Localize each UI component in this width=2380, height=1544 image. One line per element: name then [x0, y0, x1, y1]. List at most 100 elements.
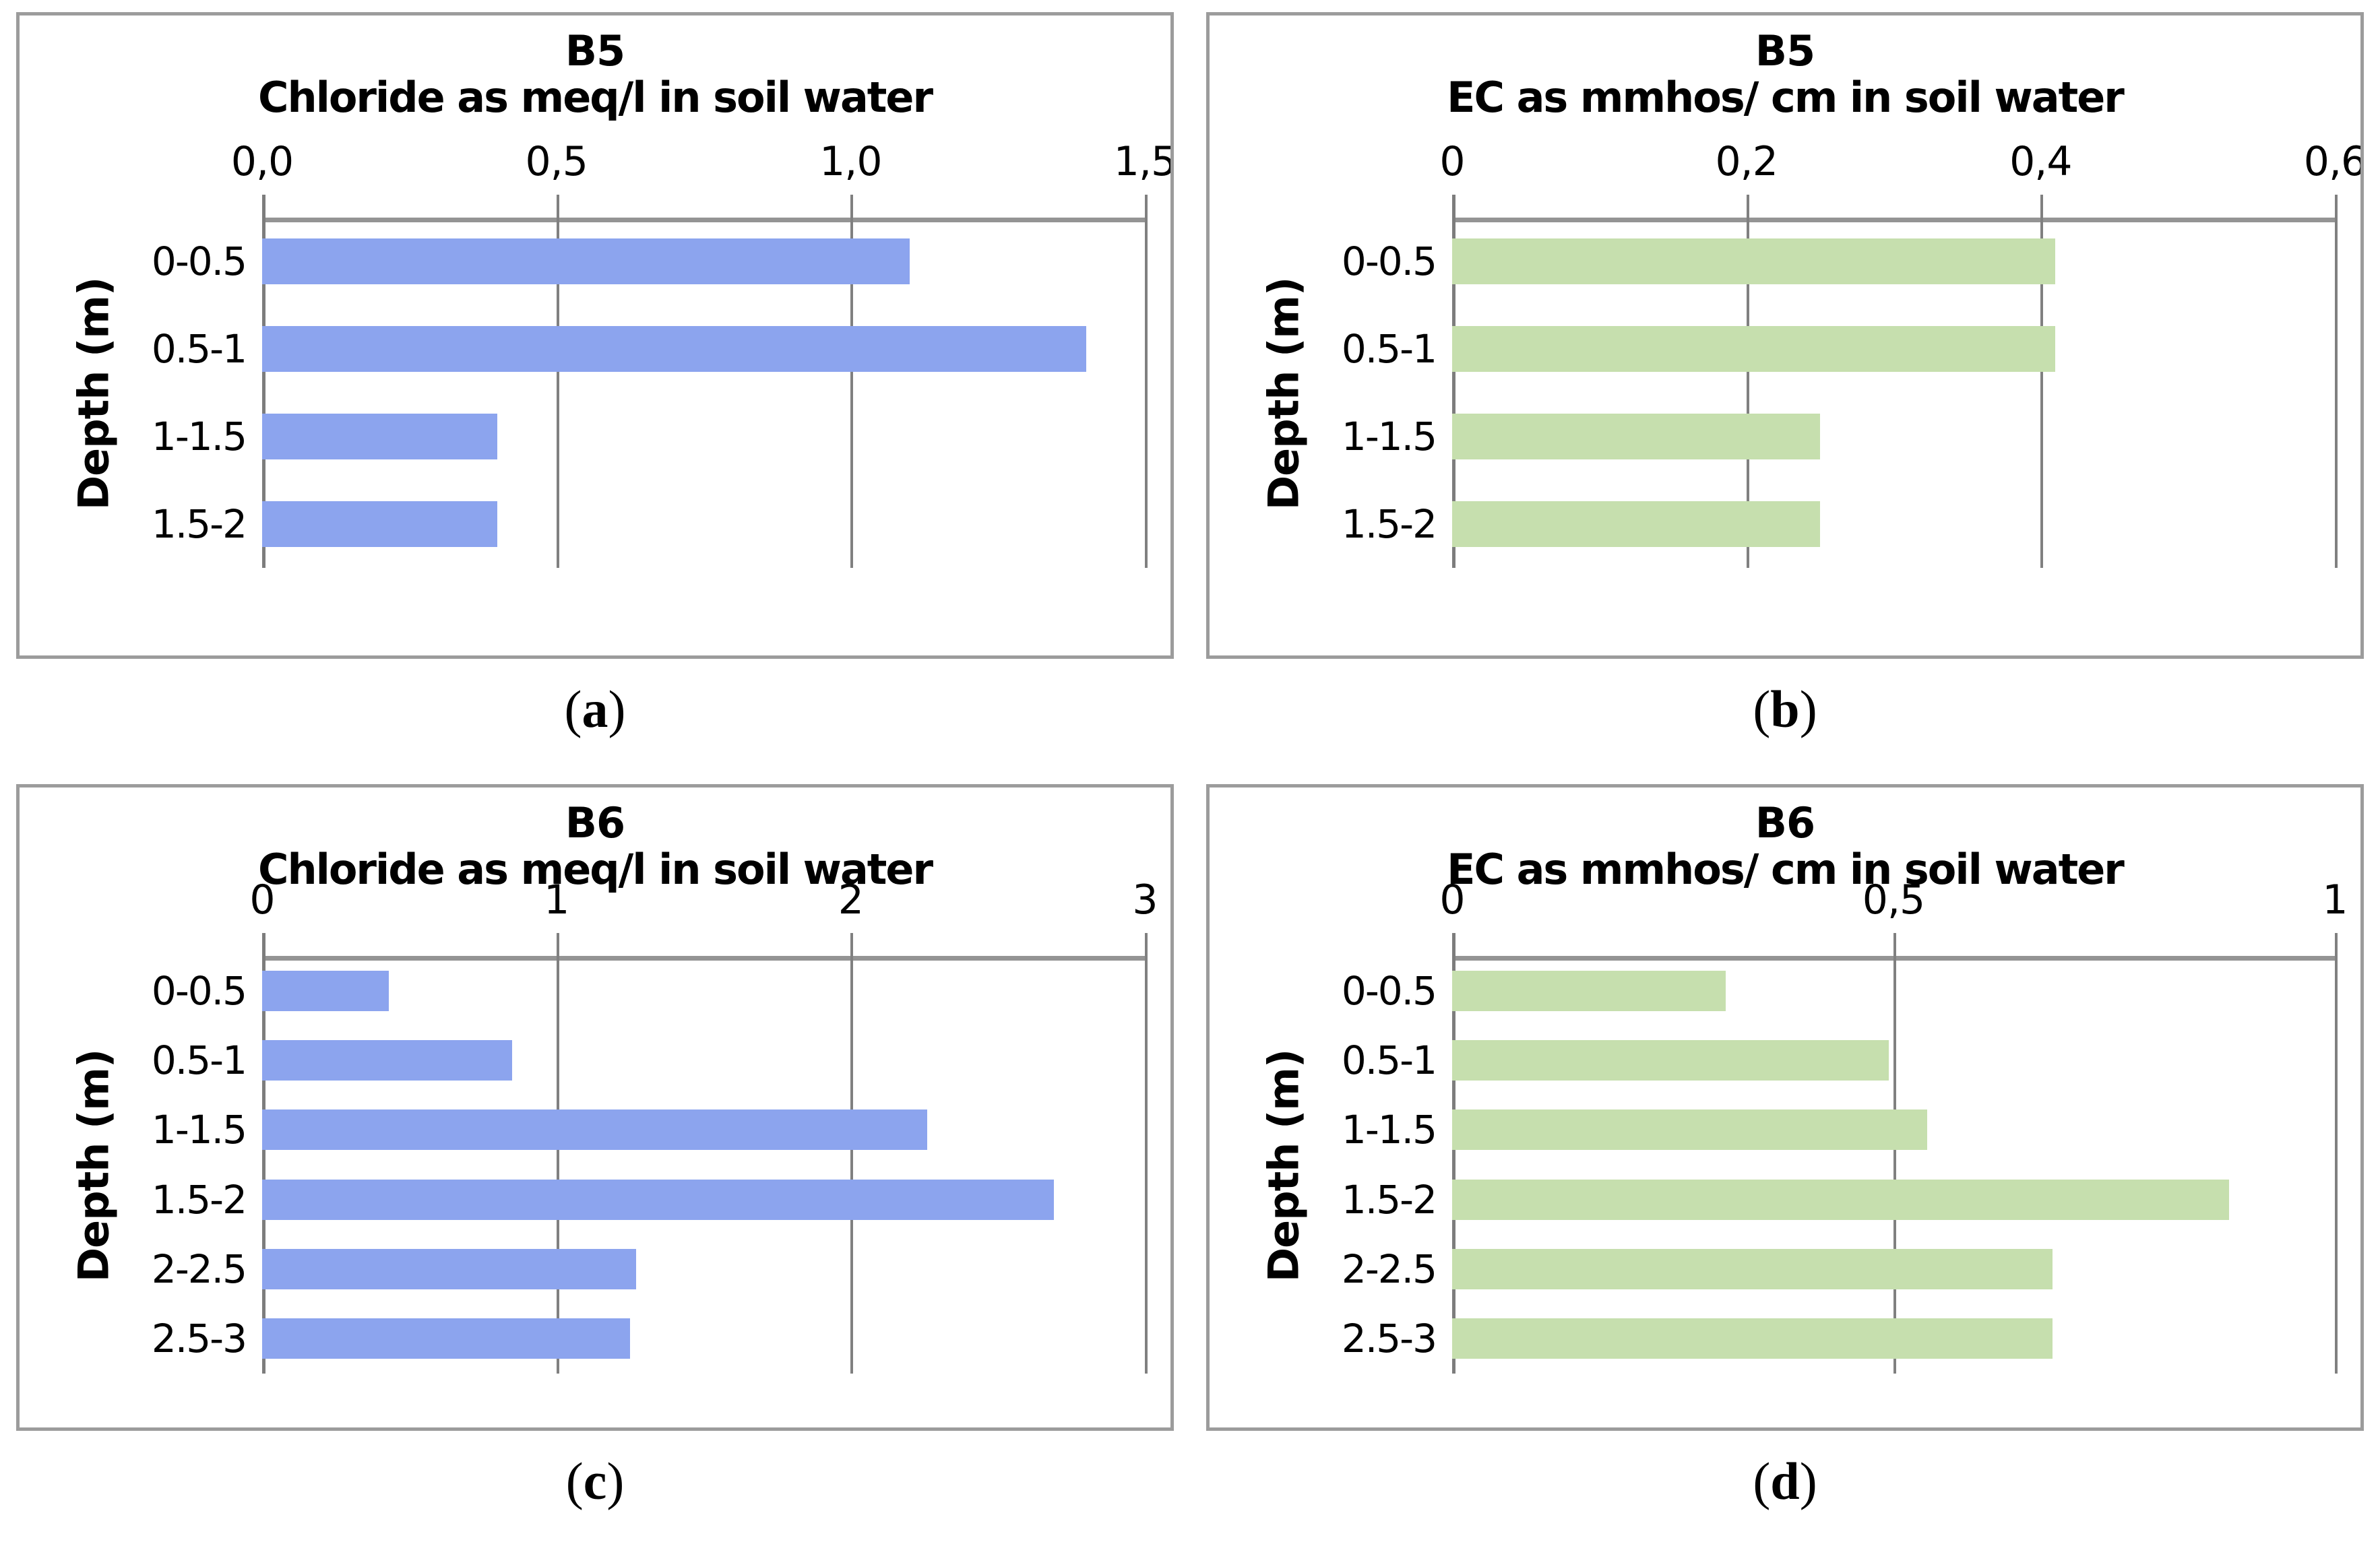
bar [262, 1318, 630, 1359]
y-category-label: 0.5-1 [1341, 326, 1437, 372]
x-tick-label: 0,0 [230, 138, 294, 185]
panel-caption: (c) [16, 1431, 1174, 1532]
plot-area [262, 195, 1148, 568]
x-tick-label: 0,6 [2303, 138, 2364, 185]
gridline [556, 933, 559, 1374]
gridline [1145, 195, 1148, 568]
gridline [2040, 195, 2044, 568]
y-category-label: 0.5-1 [151, 326, 247, 372]
bar [262, 1040, 513, 1081]
bar [1452, 1040, 1889, 1081]
gridline [2335, 195, 2338, 568]
y-category-label: 0-0.5 [1341, 238, 1437, 284]
y-category-label: 1-1.5 [1341, 414, 1437, 459]
caption-letter: d [1770, 1452, 1800, 1510]
gridline [262, 195, 265, 568]
x-tick-label: 0 [249, 876, 275, 924]
plot-area [1452, 933, 2338, 1374]
y-category-label: 0-0.5 [151, 238, 247, 284]
y-category-label: 1-1.5 [1341, 1107, 1437, 1153]
caption-paren-close: ) [1799, 680, 1817, 738]
y-axis-category-labels: 0-0.5 0.5-1 1-1.5 1.5-2 [1210, 218, 1437, 568]
caption-letter: a [582, 680, 608, 738]
bar [1452, 1179, 2229, 1220]
caption-paren-close: ) [606, 1452, 625, 1510]
bar [262, 326, 1086, 372]
x-tick-label: 1,5 [1113, 138, 1174, 185]
y-category-label: 1.5-2 [1341, 501, 1437, 547]
bar [262, 414, 498, 459]
y-category-label: 1.5-2 [1341, 1176, 1437, 1223]
bar [1452, 970, 1726, 1011]
bar [1452, 326, 2056, 372]
caption-paren-open: ( [565, 1452, 584, 1510]
x-tick-label: 1,0 [819, 138, 882, 185]
panel-caption: (d) [1206, 1431, 2364, 1532]
gridline [1452, 933, 1455, 1374]
chart-subtitle: Chloride as meq/l in soil water [257, 72, 933, 122]
gridline [2335, 933, 2338, 1374]
y-category-label: 0.5-1 [1341, 1037, 1437, 1083]
panel-caption: (a) [16, 659, 1174, 760]
chart-title: B5 [565, 26, 625, 75]
caption-paren-close: ) [1799, 1452, 1817, 1510]
x-tick-label: 3 [1132, 876, 1158, 924]
bar [262, 1179, 1054, 1220]
caption-paren-open: ( [1753, 1452, 1771, 1510]
y-category-label: 2-2.5 [151, 1246, 247, 1292]
caption-paren-open: ( [564, 680, 582, 738]
caption-paren-open: ( [1753, 680, 1771, 738]
panel-caption: (b) [1206, 659, 2364, 760]
top-axis-line [1452, 218, 2335, 222]
y-category-label: 2.5-3 [1341, 1316, 1437, 1362]
bar [1452, 1249, 2053, 1289]
bar [1452, 238, 2056, 284]
top-axis-line [262, 956, 1145, 961]
caption-letter: b [1770, 680, 1800, 738]
bar [1452, 1318, 2053, 1359]
x-tick-label: 0,2 [1715, 138, 1778, 185]
chart-title: B5 [1755, 26, 1815, 75]
bar [1452, 414, 1820, 459]
bar [262, 1109, 927, 1151]
caption-paren-close: ) [608, 680, 626, 738]
x-tick-label: 1 [2322, 876, 2348, 924]
gridline [262, 933, 265, 1374]
y-axis-title: Depth (m) [69, 277, 119, 511]
x-tick-label: 2 [838, 876, 864, 924]
x-tick-label: 0,5 [525, 138, 588, 185]
gridline [850, 195, 854, 568]
gridline [1893, 933, 1896, 1374]
gridline [850, 933, 854, 1374]
y-axis-title: Depth (m) [1259, 1049, 1309, 1283]
y-category-label: 2.5-3 [151, 1316, 247, 1362]
x-tick-label: 0,5 [1862, 876, 1925, 924]
top-axis-line [262, 218, 1145, 222]
x-tick-label: 0 [1439, 876, 1465, 924]
y-axis-title: Depth (m) [69, 1049, 119, 1283]
gridline [1746, 195, 1749, 568]
y-category-label: 0.5-1 [151, 1037, 247, 1083]
bar [262, 501, 498, 547]
plot-area [1452, 195, 2338, 568]
bar [1452, 501, 1820, 547]
bar [262, 238, 910, 284]
y-category-label: 1.5-2 [151, 501, 247, 547]
y-category-label: 1.5-2 [151, 1176, 247, 1223]
chart-subtitle: EC as mmhos/ cm in soil water [1447, 72, 2125, 122]
y-category-label: 0-0.5 [1341, 967, 1437, 1014]
chart-title: B6 [565, 798, 625, 847]
bar [262, 970, 389, 1011]
